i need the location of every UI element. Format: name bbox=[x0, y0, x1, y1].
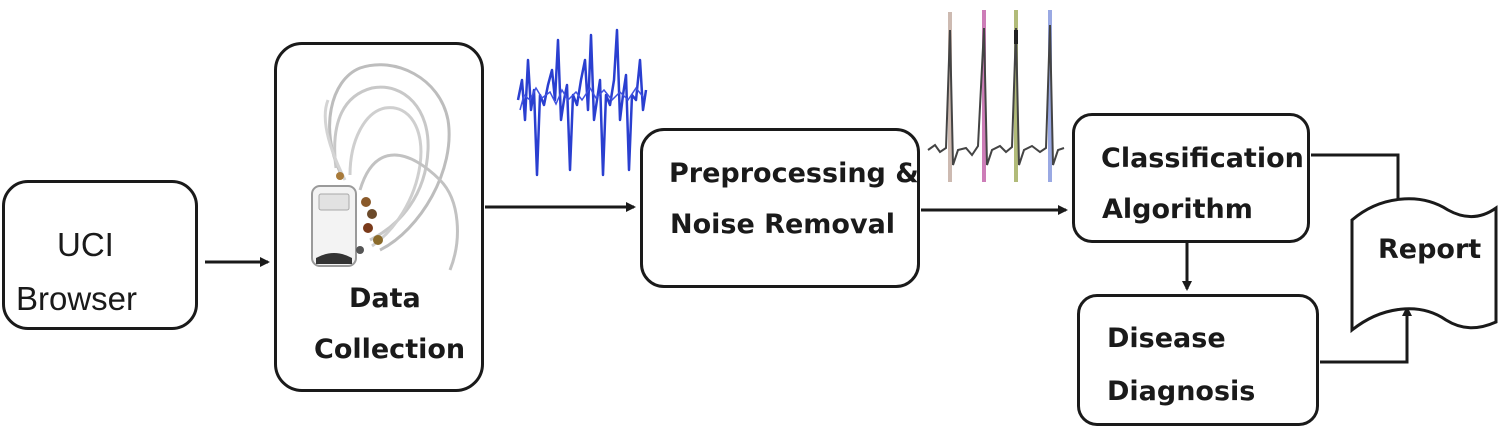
uci-browser-line2: Browser bbox=[16, 280, 138, 317]
holter-ecg-device-icon bbox=[311, 63, 459, 271]
preprocessing-box bbox=[640, 128, 920, 288]
data-collection-line1: Data bbox=[349, 283, 421, 314]
classification-line2: Algorithm bbox=[1102, 194, 1253, 225]
arrow-classification-to-report bbox=[1311, 153, 1403, 215]
diagnosis-line2: Diagnosis bbox=[1107, 376, 1256, 407]
report-label: Report bbox=[1378, 234, 1482, 265]
uci-browser-box bbox=[2, 180, 198, 330]
diagnosis-line1: Disease bbox=[1107, 323, 1226, 354]
arrow-diagnosis-to-report bbox=[1320, 306, 1412, 364]
preprocessing-line1: Preprocessing & bbox=[669, 158, 919, 189]
diagnosis-box bbox=[1077, 294, 1319, 426]
uci-browser-line1: UCI bbox=[57, 226, 114, 263]
filtered-ecg-signal-icon bbox=[927, 10, 1065, 182]
classification-box bbox=[1072, 113, 1310, 243]
preprocessing-line2: Noise Removal bbox=[670, 209, 896, 240]
raw-ecg-signal-icon bbox=[516, 28, 648, 177]
report-document-icon bbox=[1350, 197, 1498, 334]
data-collection-box bbox=[274, 42, 484, 392]
classification-line1: Classification bbox=[1101, 143, 1304, 174]
data-collection-line2: Collection bbox=[314, 334, 466, 365]
